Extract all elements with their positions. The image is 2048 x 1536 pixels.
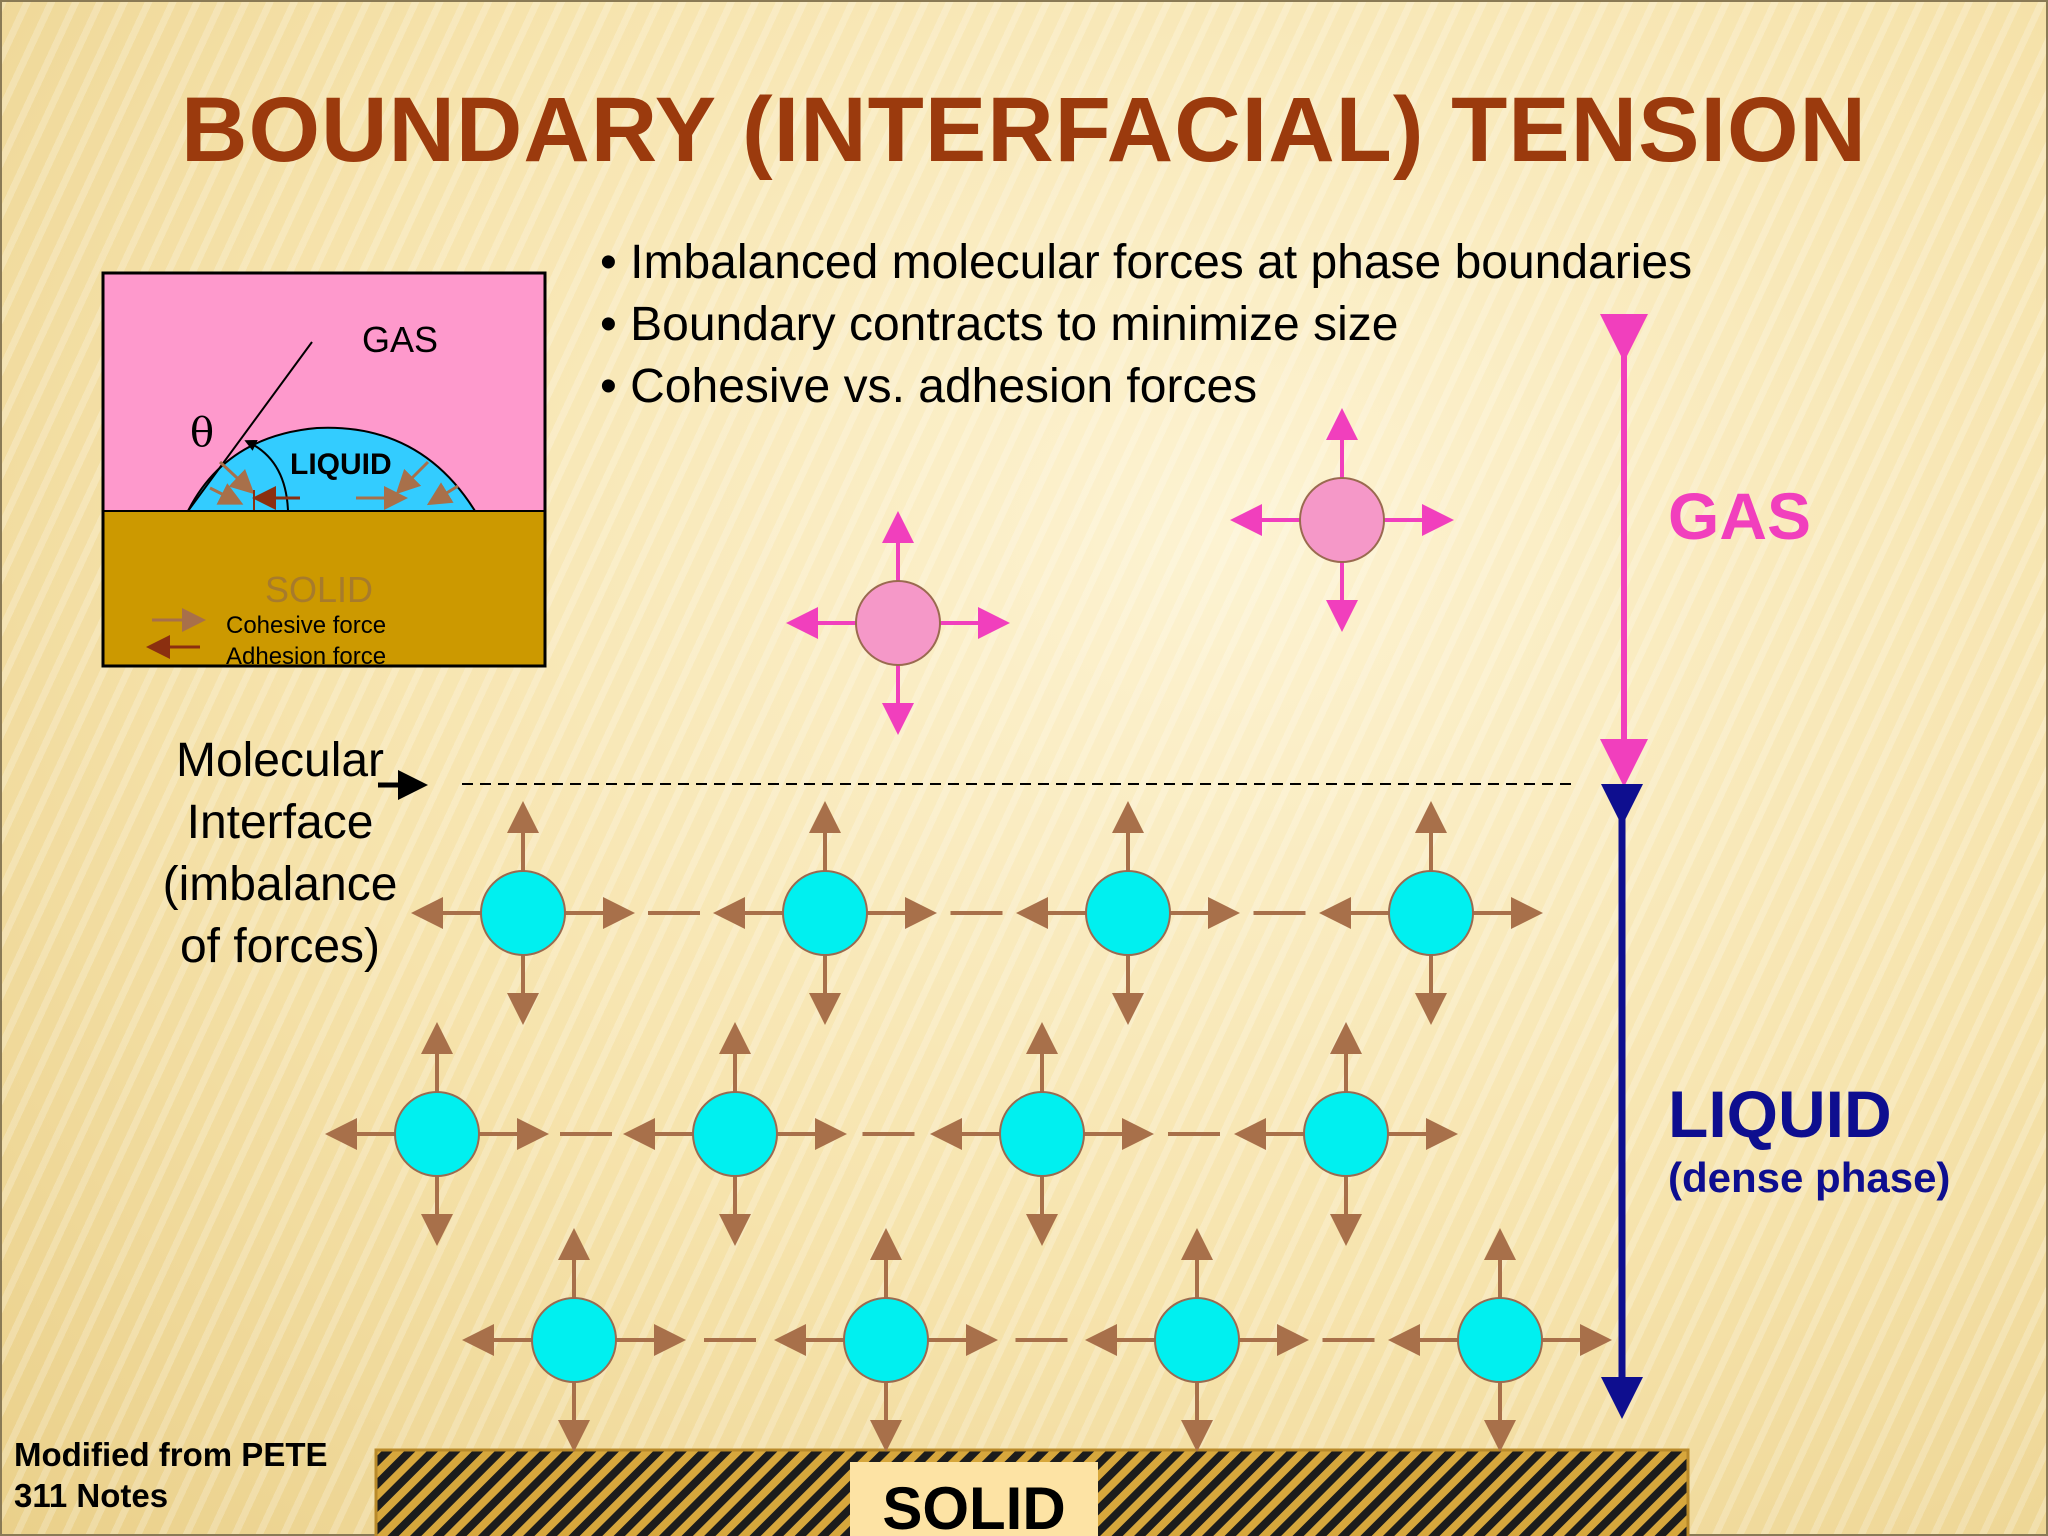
interface-label-line: of forces) — [179, 920, 381, 973]
solid-label: SOLID — [882, 1475, 1066, 1536]
interface-label-line: Interface — [186, 796, 374, 849]
contact-angle-tangent — [187, 341, 313, 512]
bullet-item: Boundary contracts to minimize size — [600, 294, 1692, 356]
liquid-molecule — [480, 870, 566, 956]
inset-diagram: GAS θ LIQUID SOLID Cohesive force Adhesi… — [101, 271, 547, 670]
credit-line: Modified from PETE — [14, 1436, 328, 1473]
contact-angle-arc — [244, 440, 289, 512]
liquid-molecule — [1085, 870, 1171, 956]
inset-solid-region — [103, 511, 545, 666]
gas-molecule — [1299, 477, 1385, 563]
liquid-molecule — [531, 1297, 617, 1383]
inset-gas-label: GAS — [362, 319, 438, 360]
liquid-molecule — [999, 1091, 1085, 1177]
slide-title: BOUNDARY (INTERFACIAL) TENSION — [181, 79, 1867, 181]
bullet-item: Cohesive vs. adhesion forces — [600, 356, 1692, 418]
gas-molecule — [855, 580, 941, 666]
cohesive-legend-label: Cohesive force — [226, 612, 386, 639]
interface-label-line: Molecular — [175, 734, 385, 787]
liquid-molecule — [1303, 1091, 1389, 1177]
solid-label-box: SOLID — [850, 1462, 1098, 1536]
liquid-molecule — [1154, 1297, 1240, 1383]
inset-liquid-label: LIQUID — [290, 448, 392, 481]
theta-symbol: θ — [190, 410, 214, 456]
inset-solid-label: SOLID — [265, 569, 373, 610]
liquid-molecule — [692, 1091, 778, 1177]
liquid-molecule — [394, 1091, 480, 1177]
gas-phase-label: GAS — [1668, 479, 1812, 553]
interface-label-line: (imbalance — [162, 858, 398, 911]
source-credit: Modified from PETE 311 Notes — [14, 1434, 328, 1516]
molecule-layer — [325, 408, 1612, 1452]
liquid-phase-label: LIQUID — [1668, 1077, 1892, 1151]
inset-border — [101, 271, 547, 668]
liquid-molecule — [782, 870, 868, 956]
credit-line: 311 Notes — [14, 1477, 169, 1514]
bullet-list: Imbalanced molecular forces at phase bou… — [600, 232, 1692, 418]
liquid-molecule — [843, 1297, 929, 1383]
molecular-interface-label: Molecular Interface (imbalance of forces… — [140, 730, 420, 978]
liquid-molecule — [1457, 1297, 1543, 1383]
inset-force-arrows — [209, 460, 459, 510]
dense-phase-label: (dense phase) — [1668, 1154, 1951, 1201]
liquid-molecule — [1388, 870, 1474, 956]
bullet-item: Imbalanced molecular forces at phase bou… — [600, 232, 1692, 294]
